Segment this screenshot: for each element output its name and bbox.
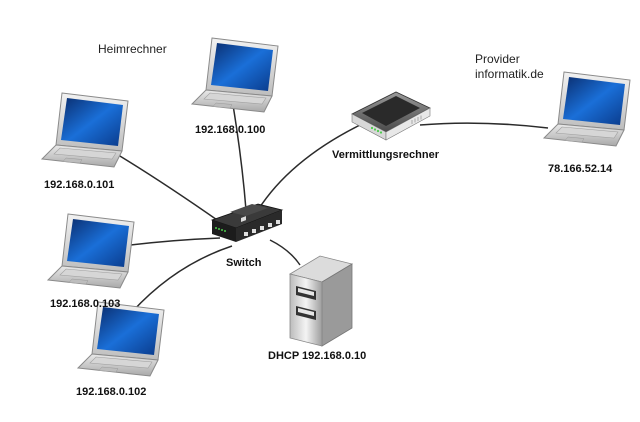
laptop-100-ip-label: 192.168.0.100 [195,124,266,136]
laptop-100-icon [191,37,279,113]
laptop-101-icon [41,92,129,168]
laptop-101-ip-label: 192.168.0.101 [44,179,115,191]
laptop-102-ip-label: 192.168.0.102 [76,386,147,398]
router-label: Vermittlungsrechner [332,149,439,161]
server-label: DHCP 192.168.0.10 [268,350,367,362]
link-switch-laptop-102 [131,245,233,313]
switch-label: Switch [226,257,262,269]
laptop-102-icon [77,301,165,377]
laptop-103-ip-label: 192.168.0.103 [50,298,121,310]
switch-icon [210,203,284,242]
provider-domain-label: informatik.de [475,67,544,81]
heimrechner-label: Heimrechner [98,42,167,56]
server-icon [288,255,354,347]
provider-label: Provider [475,52,520,66]
link-switch-router [257,124,361,211]
provider-ip-label: 78.166.52.14 [548,163,613,175]
link-switch-laptop-103 [121,237,221,247]
link-switch-laptop-101 [109,149,221,223]
laptop-103-icon [47,213,135,289]
laptop-provider-icon [543,71,631,147]
link-switch-laptop-100 [232,104,247,211]
connections [109,104,549,313]
link-router-provider [419,122,549,129]
router-icon [351,91,431,141]
link-switch-server [269,239,301,266]
